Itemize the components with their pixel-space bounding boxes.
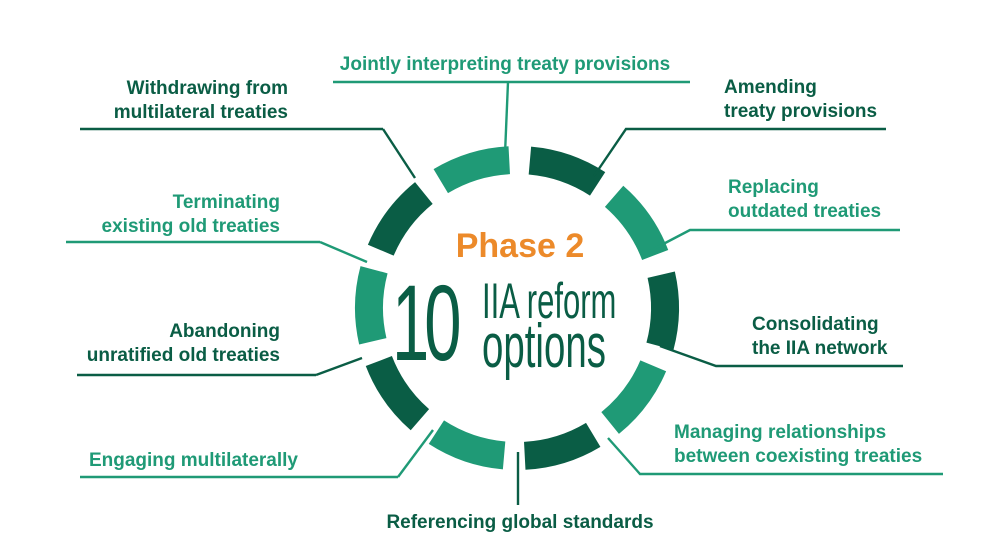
ring-segment-terminating bbox=[355, 266, 388, 345]
option-label-line: Consolidating bbox=[752, 314, 879, 335]
option-label-withdrawing: Withdrawing from multilateral treaties bbox=[40, 77, 288, 125]
ring-segment-amending bbox=[528, 146, 606, 196]
leader-jointly-interpreting bbox=[333, 80, 690, 155]
option-label-line: Engaging multilaterally bbox=[88, 450, 298, 471]
option-label-terminating: Terminating existing old treaties bbox=[40, 191, 280, 239]
leader-terminating bbox=[66, 240, 368, 264]
center-caption-line2: options bbox=[482, 312, 606, 381]
option-label-line: Replacing bbox=[728, 177, 819, 198]
option-label-line: between coexisting treaties bbox=[674, 446, 923, 467]
option-label-line: existing old treaties bbox=[101, 216, 280, 237]
ring-segment-consolidating bbox=[646, 271, 679, 350]
option-label-engaging: Engaging multilaterally bbox=[40, 449, 298, 473]
option-label-amending: Amending treaty provisions bbox=[724, 76, 964, 124]
leader-lines bbox=[66, 80, 943, 505]
ring-segment-jointly-interpreting bbox=[433, 146, 510, 194]
option-label-line: the IIA network bbox=[752, 338, 888, 359]
option-label-line: Referencing global standards bbox=[386, 512, 654, 533]
option-count: 10 bbox=[392, 262, 462, 383]
option-label-referencing: Referencing global standards bbox=[320, 511, 720, 535]
option-label-line: outdated treaties bbox=[728, 201, 882, 222]
option-label-line: multilateral treaties bbox=[113, 102, 288, 123]
leader-managing bbox=[607, 437, 943, 476]
option-label-line: unratified old treaties bbox=[86, 345, 280, 366]
option-label-consolidating: Consolidating the IIA network bbox=[752, 313, 972, 361]
phase-title: Phase 2 bbox=[455, 227, 585, 265]
option-label-line: Amending bbox=[724, 77, 817, 98]
ring-segment-referencing bbox=[524, 422, 601, 470]
option-label-line: Abandoning bbox=[169, 321, 280, 342]
center-caption-line1: IIA reform bbox=[482, 273, 617, 329]
option-label-line: Terminating bbox=[172, 192, 280, 213]
ring-segment-engaging bbox=[428, 420, 506, 470]
option-label-line: treaty provisions bbox=[724, 101, 878, 122]
option-label-line: Managing relationships bbox=[674, 422, 887, 443]
leader-engaging bbox=[80, 429, 434, 479]
option-label-replacing: Replacing outdated treaties bbox=[728, 176, 968, 224]
ring-segment-withdrawing bbox=[367, 182, 433, 256]
leader-replacing bbox=[647, 228, 900, 254]
option-label-line: Withdrawing from bbox=[126, 78, 288, 99]
leader-amending bbox=[593, 127, 886, 177]
leader-withdrawing bbox=[80, 127, 417, 179]
leader-consolidating bbox=[659, 344, 903, 368]
segment-ring bbox=[355, 146, 679, 470]
option-label-line: Jointly interpreting treaty provisions bbox=[339, 54, 671, 75]
option-label-abandoning: Abandoning unratified old treaties bbox=[40, 320, 280, 368]
option-label-jointly-interpreting: Jointly interpreting treaty provisions bbox=[320, 53, 690, 77]
ring-segment-replacing bbox=[604, 185, 669, 260]
leader-abandoning bbox=[77, 356, 363, 377]
ring-segment-managing bbox=[601, 360, 667, 434]
option-label-managing: Managing relationships between coexisting… bbox=[674, 421, 974, 469]
ring-segment-abandoning bbox=[365, 356, 430, 431]
